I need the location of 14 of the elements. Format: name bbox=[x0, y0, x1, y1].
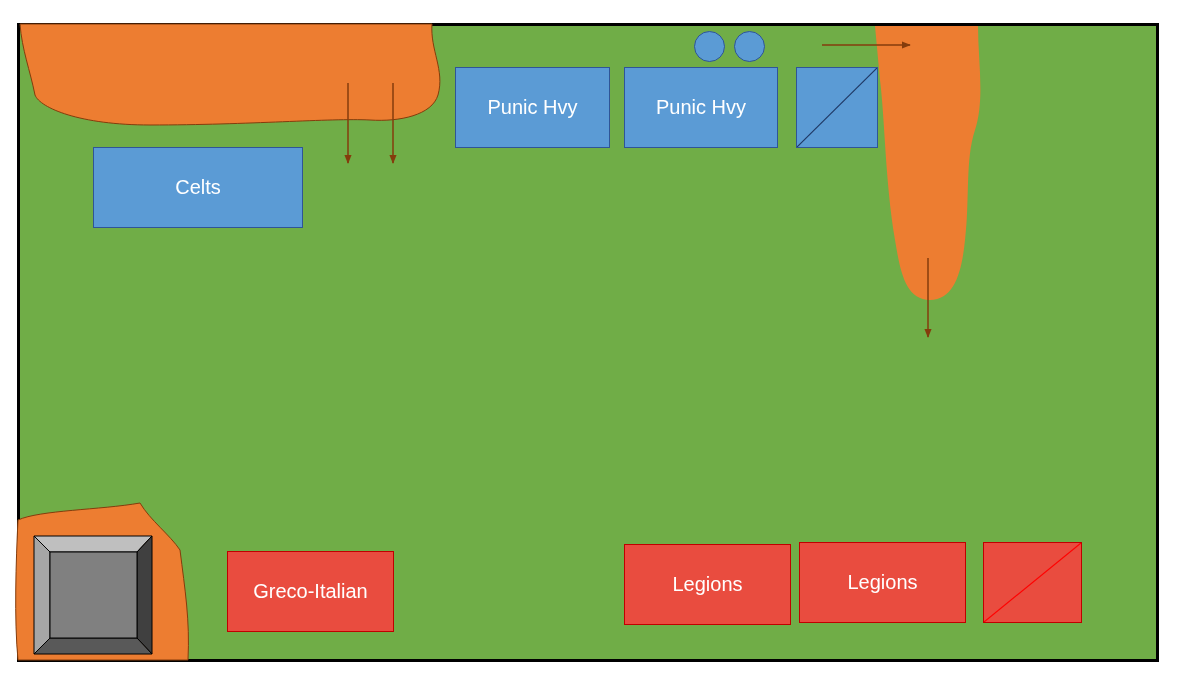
unit-label: Legions bbox=[847, 571, 918, 594]
unit-box bbox=[227, 551, 394, 632]
unit-label: Celts bbox=[175, 176, 221, 199]
unit-box bbox=[455, 67, 610, 148]
unit-label: Punic Hvy bbox=[487, 96, 578, 119]
unit-box bbox=[624, 67, 778, 148]
unit-box bbox=[93, 147, 303, 228]
unit-label: Greco-Italian bbox=[253, 580, 368, 603]
unit-box bbox=[983, 542, 1082, 623]
unit-box bbox=[796, 67, 878, 148]
unit-label: Legions bbox=[672, 573, 743, 596]
unit-box bbox=[624, 544, 791, 625]
unit-box bbox=[799, 542, 966, 623]
unit-label: Punic Hvy bbox=[656, 96, 746, 119]
